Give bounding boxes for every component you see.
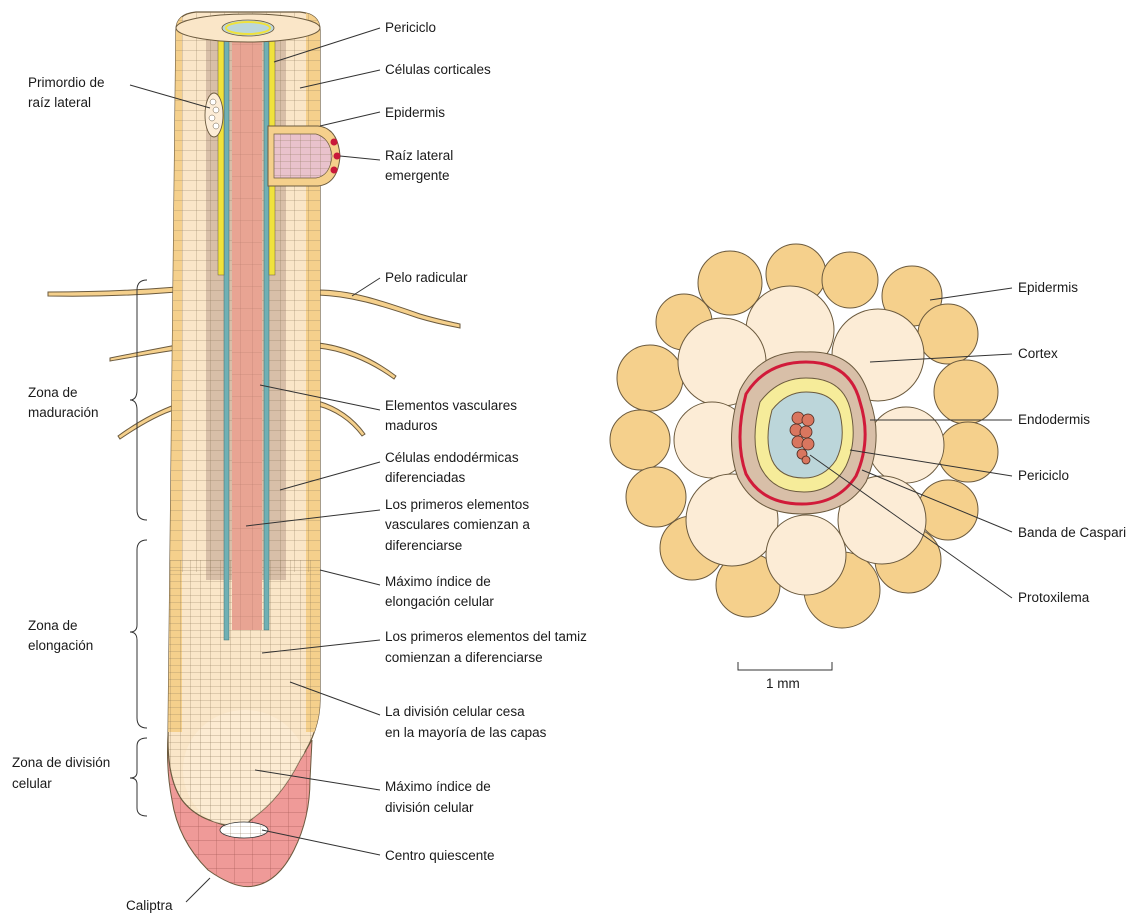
label-elementos-maduros-2: maduros: [385, 418, 438, 433]
label-primeros-tamiz-1: Los primeros elementos del tamiz: [385, 629, 587, 644]
zone-division-2: celular: [12, 776, 52, 791]
label-primeros-vasc-2: vasculares comienzan a: [385, 517, 530, 532]
cross-labels: Epidermis Cortex Endodermis Periciclo Ba…: [1018, 280, 1126, 605]
cross-label-periciclo: Periciclo: [1018, 468, 1069, 483]
label-max-div-2: división celular: [385, 800, 474, 815]
zone-elongacion-2: elongación: [28, 638, 93, 653]
emerging-lateral-root: [268, 126, 341, 186]
label-caliptra: Caliptra: [126, 898, 173, 913]
label-periciclo: Periciclo: [385, 20, 436, 35]
zone-braces: [130, 280, 147, 816]
label-primordio-1: Primordio de: [28, 75, 105, 90]
zone-elongacion-1: Zona de: [28, 618, 78, 633]
phloem-left: [224, 30, 229, 640]
cross-section: [610, 244, 1012, 628]
cross-label-protoxilema: Protoxilema: [1018, 590, 1090, 605]
zone-division-1: Zona de división: [12, 755, 110, 770]
cross-label-epidermis: Epidermis: [1018, 280, 1078, 295]
pericycle-left: [218, 30, 224, 275]
label-primordio-2: raíz lateral: [28, 95, 91, 110]
cross-label-cortex: Cortex: [1018, 346, 1058, 361]
label-celulas-corticales: Células corticales: [385, 62, 491, 77]
label-elementos-maduros-1: Elementos vasculares: [385, 398, 517, 413]
label-epidermis: Epidermis: [385, 105, 445, 120]
label-max-elong-1: Máximo índice de: [385, 574, 491, 589]
longitudinal-root: Periciclo Células corticales Epidermis R…: [12, 12, 587, 913]
label-centro-quiescente: Centro quiescente: [385, 848, 495, 863]
label-division-cesa-2: en la mayoría de las capas: [385, 725, 547, 740]
label-primeros-vasc-3: diferenciarse: [385, 538, 462, 553]
cross-label-endodermis: Endodermis: [1018, 412, 1090, 427]
scale-bar-label: 1 mm: [766, 676, 800, 691]
label-celulas-endo-2: diferenciadas: [385, 470, 466, 485]
label-primeros-tamiz-2: comienzan a diferenciarse: [385, 650, 543, 665]
label-division-cesa-1: La división celular cesa: [385, 704, 525, 719]
label-celulas-endo-1: Células endodérmicas: [385, 450, 519, 465]
label-max-div-1: Máximo índice de: [385, 779, 491, 794]
phloem-right: [264, 30, 269, 630]
label-raiz-lateral-1: Raíz lateral: [385, 148, 453, 163]
zone-maduracion-1: Zona de: [28, 385, 78, 400]
scale-bar: 1 mm: [738, 662, 832, 691]
label-pelo-radicular: Pelo radicular: [385, 270, 468, 285]
cross-label-banda-caspari: Banda de Caspari: [1018, 525, 1126, 540]
label-raiz-lateral-2: emergente: [385, 168, 450, 183]
label-primeros-vasc-1: Los primeros elementos: [385, 497, 529, 512]
label-max-elong-2: elongación celular: [385, 594, 494, 609]
zone-maduracion-2: maduración: [28, 405, 99, 420]
